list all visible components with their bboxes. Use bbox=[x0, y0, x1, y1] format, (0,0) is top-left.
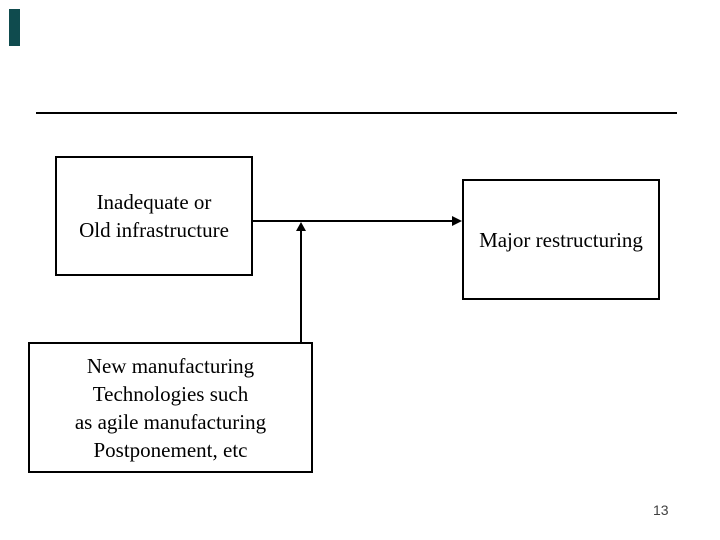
box-inadequate-infrastructure: Inadequate or Old infrastructure bbox=[55, 156, 253, 276]
box-text-line: Inadequate or bbox=[96, 190, 212, 214]
box-text-line: Old infrastructure bbox=[79, 218, 229, 242]
box-major-restructuring: Major restructuring bbox=[462, 179, 660, 300]
box-text-line: Major restructuring bbox=[479, 227, 643, 252]
page-number: 13 bbox=[653, 502, 669, 518]
arrow-right-line bbox=[253, 220, 454, 222]
box-text-line: as agile manufacturing bbox=[74, 409, 267, 434]
title-divider-line bbox=[36, 112, 677, 114]
arrow-up-line bbox=[300, 228, 302, 343]
accent-bar bbox=[9, 9, 20, 46]
arrow-up-head-icon bbox=[296, 222, 306, 231]
box-text-line: New manufacturing bbox=[86, 353, 255, 378]
box-text-line: Postponement, etc bbox=[93, 437, 248, 462]
box-new-manufacturing-technologies: New manufacturing Technologies such as a… bbox=[28, 342, 313, 473]
arrow-right-head-icon bbox=[452, 216, 462, 226]
box-text-line: Technologies such bbox=[92, 381, 249, 406]
